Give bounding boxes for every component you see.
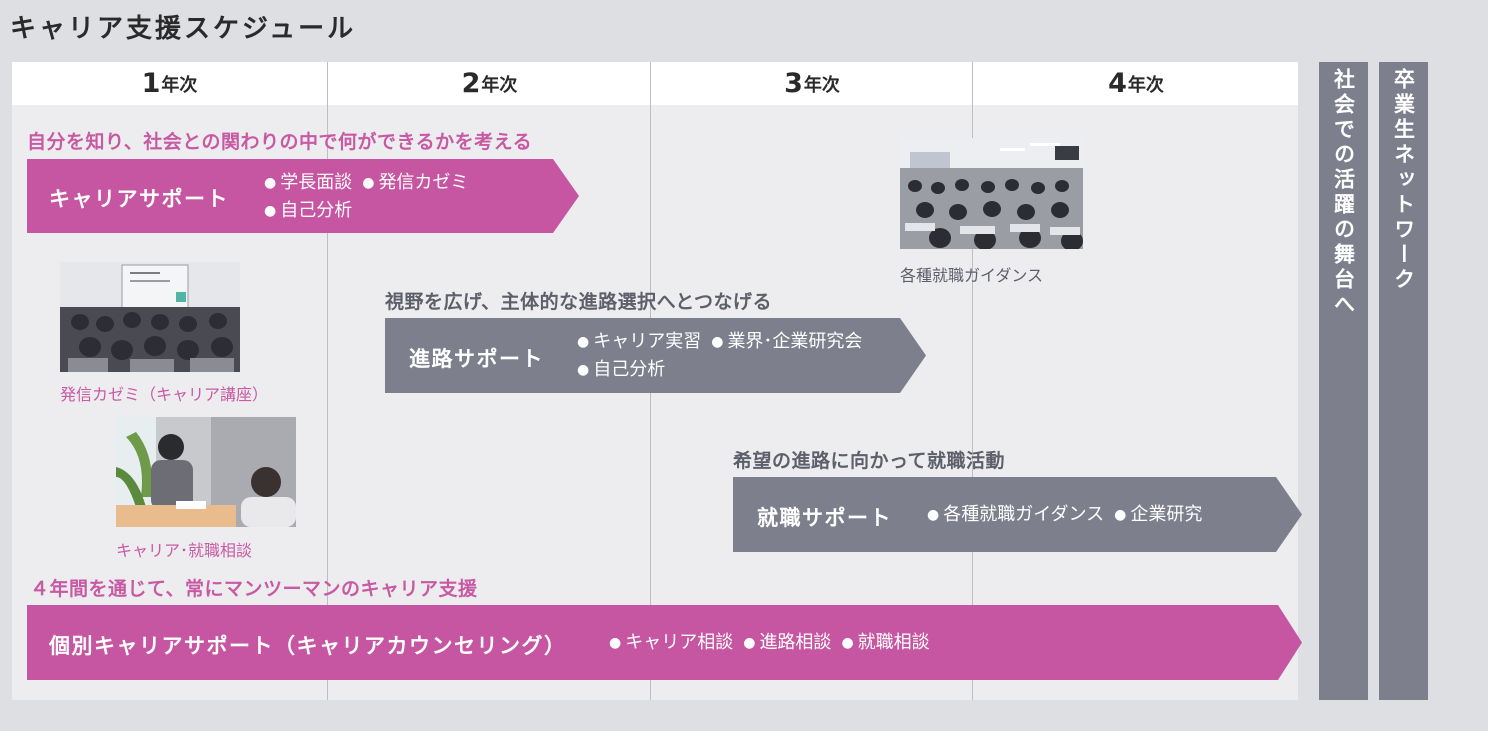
career-support-heading: 自分を知り、社会との関わりの中で何ができるかを考える [27, 131, 533, 153]
alumni-network-label: 卒業生ネットワーク [1391, 68, 1416, 293]
bullet-item: 学長面談 [264, 172, 352, 193]
guidance-caption: 各種就職ガイダンス [900, 266, 1044, 285]
year-number: 1 [141, 68, 161, 99]
career-support-arrow: キャリアサポート 学長面談発信カゼミ 自己分析 [27, 159, 579, 233]
job-support-arrow: 就職サポート 各種就職ガイダンス企業研究 [733, 477, 1302, 552]
bullet-item: キャリア実習 [577, 331, 701, 352]
job-support-heading: 希望の進路に向かって就職活動 [733, 450, 1006, 472]
individual-support-bullets: キャリア相談進路相談就職相談 [609, 629, 940, 657]
bullet-item: 就職相談 [841, 632, 929, 653]
counseling-photo-image [116, 417, 296, 527]
bullet-item: 進路相談 [743, 632, 831, 653]
seminar-caption: 発信カゼミ（キャリア講座） [60, 385, 269, 404]
year-number: 3 [784, 68, 803, 99]
counseling-caption: キャリア･就職相談 [116, 541, 253, 560]
year-number: 2 [461, 68, 481, 99]
career-support-label: キャリアサポート [49, 187, 229, 211]
year-divider [972, 62, 973, 700]
career-support-bullets: 学長面談発信カゼミ 自己分析 [264, 169, 478, 225]
year-unit: 年次 [803, 74, 840, 96]
year-unit: 年次 [481, 74, 518, 96]
year-number: 4 [1108, 68, 1127, 99]
year-divider [327, 62, 328, 700]
individual-support-heading: ４年間を通じて、常にマンツーマンのキャリア支援 [30, 578, 478, 600]
guidance-photo [900, 138, 1083, 249]
counseling-photo [116, 417, 296, 527]
individual-support-label: 個別キャリアサポート（キャリアカウンセリング） [49, 634, 567, 658]
job-support-bullets: 各種就職ガイダンス企業研究 [927, 501, 1212, 529]
bullet-item: 発信カゼミ [362, 172, 468, 193]
bullet-item: 企業研究 [1114, 504, 1202, 525]
job-support-label: 就職サポート [757, 506, 892, 530]
social-stage-label: 社会での活躍の舞台へ [1331, 68, 1356, 318]
bullet-item: 自己分析 [264, 200, 352, 221]
guidance-photo-image [900, 138, 1083, 249]
year-unit: 年次 [1127, 74, 1164, 96]
alumni-network-column: 卒業生ネットワーク [1379, 62, 1428, 700]
social-stage-column: 社会での活躍の舞台へ [1319, 62, 1368, 700]
bullet-item: 自己分析 [577, 359, 665, 380]
page-title: キャリア支援スケジュール [10, 14, 357, 44]
bullet-item: 各種就職ガイダンス [927, 504, 1104, 525]
path-support-label: 進路サポート [409, 347, 544, 371]
individual-support-arrow: 個別キャリアサポート（キャリアカウンセリング） キャリア相談進路相談就職相談 [27, 605, 1302, 680]
seminar-photo-image [60, 262, 240, 372]
bullet-item: キャリア相談 [609, 632, 733, 653]
path-support-heading: 視野を広げ、主体的な進路選択へとつなげる [385, 291, 772, 313]
seminar-photo [60, 262, 240, 372]
path-support-bullets: キャリア実習業界･企業研究会 自己分析 [577, 328, 872, 384]
path-support-arrow: 進路サポート キャリア実習業界･企業研究会 自己分析 [385, 318, 926, 393]
year-unit: 年次 [161, 74, 198, 96]
bullet-item: 業界･企業研究会 [711, 331, 862, 352]
